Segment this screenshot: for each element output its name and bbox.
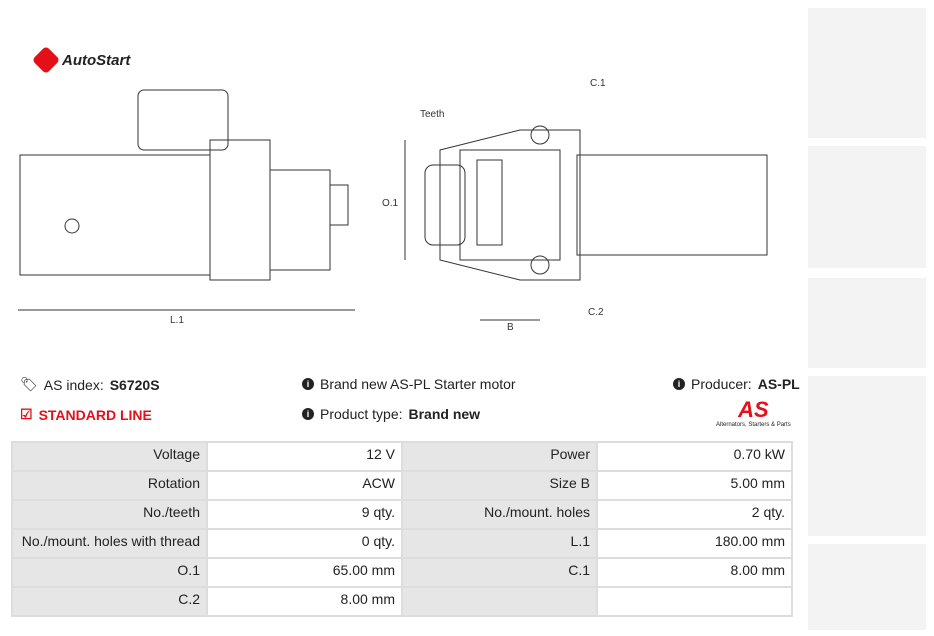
spec-value: 0 qty. xyxy=(206,528,403,559)
spec-value: 12 V xyxy=(206,441,403,472)
standard-line-badge: ☑STANDARD LINE xyxy=(20,406,152,423)
spec-label: No./mount. holes xyxy=(401,499,598,530)
checkbox-icon: ☑ xyxy=(20,406,33,422)
tags-icon: 🏷 xyxy=(20,376,38,392)
side-view-drawing xyxy=(18,89,355,311)
spec-value: 180.00 mm xyxy=(596,528,793,559)
as-index: 🏷AS index:S6720S xyxy=(20,376,160,393)
spec-value: 8.00 mm xyxy=(596,557,793,588)
spec-value xyxy=(596,586,793,617)
info-icon: i xyxy=(302,408,314,420)
c1-label: C.1 xyxy=(590,78,606,89)
spec-label: Size B xyxy=(401,470,598,501)
spec-label: C.2 xyxy=(11,586,208,617)
gear-icon xyxy=(31,45,61,75)
spec-value: 5.00 mm xyxy=(596,470,793,501)
spec-value: ACW xyxy=(206,470,403,501)
spec-label: L.1 xyxy=(401,528,598,559)
spec-value: 9 qty. xyxy=(206,499,403,530)
spec-label: Voltage xyxy=(11,441,208,472)
spec-label: No./mount. holes with thread xyxy=(11,528,208,559)
spec-value: 65.00 mm xyxy=(206,557,403,588)
teeth-label: Teeth xyxy=(420,109,445,120)
o1-label: O.1 xyxy=(382,198,399,209)
info-icon: i xyxy=(673,378,685,390)
spec-label: No./teeth xyxy=(11,499,208,530)
front-view-drawing xyxy=(404,125,768,321)
spec-label: Rotation xyxy=(11,470,208,501)
product-photo-front[interactable] xyxy=(808,8,926,138)
b-label: B xyxy=(507,322,514,333)
product-photo-angle[interactable] xyxy=(808,544,926,630)
l1-label: L.1 xyxy=(170,315,184,326)
spec-label: O.1 xyxy=(11,557,208,588)
c2-label: C.2 xyxy=(588,307,604,318)
spec-value: 8.00 mm xyxy=(206,586,403,617)
spec-value: 2 qty. xyxy=(596,499,793,530)
product-photo-rear[interactable] xyxy=(808,376,926,536)
spec-label xyxy=(401,586,598,617)
autostart-logo: AutoStart xyxy=(31,45,130,75)
product-photo-box[interactable] xyxy=(808,146,926,268)
spec-value: 0.70 kW xyxy=(596,441,793,472)
spec-label: Power xyxy=(401,441,598,472)
product-photo-side[interactable] xyxy=(808,278,926,368)
info-icon: i xyxy=(302,378,314,390)
spec-label: C.1 xyxy=(401,557,598,588)
